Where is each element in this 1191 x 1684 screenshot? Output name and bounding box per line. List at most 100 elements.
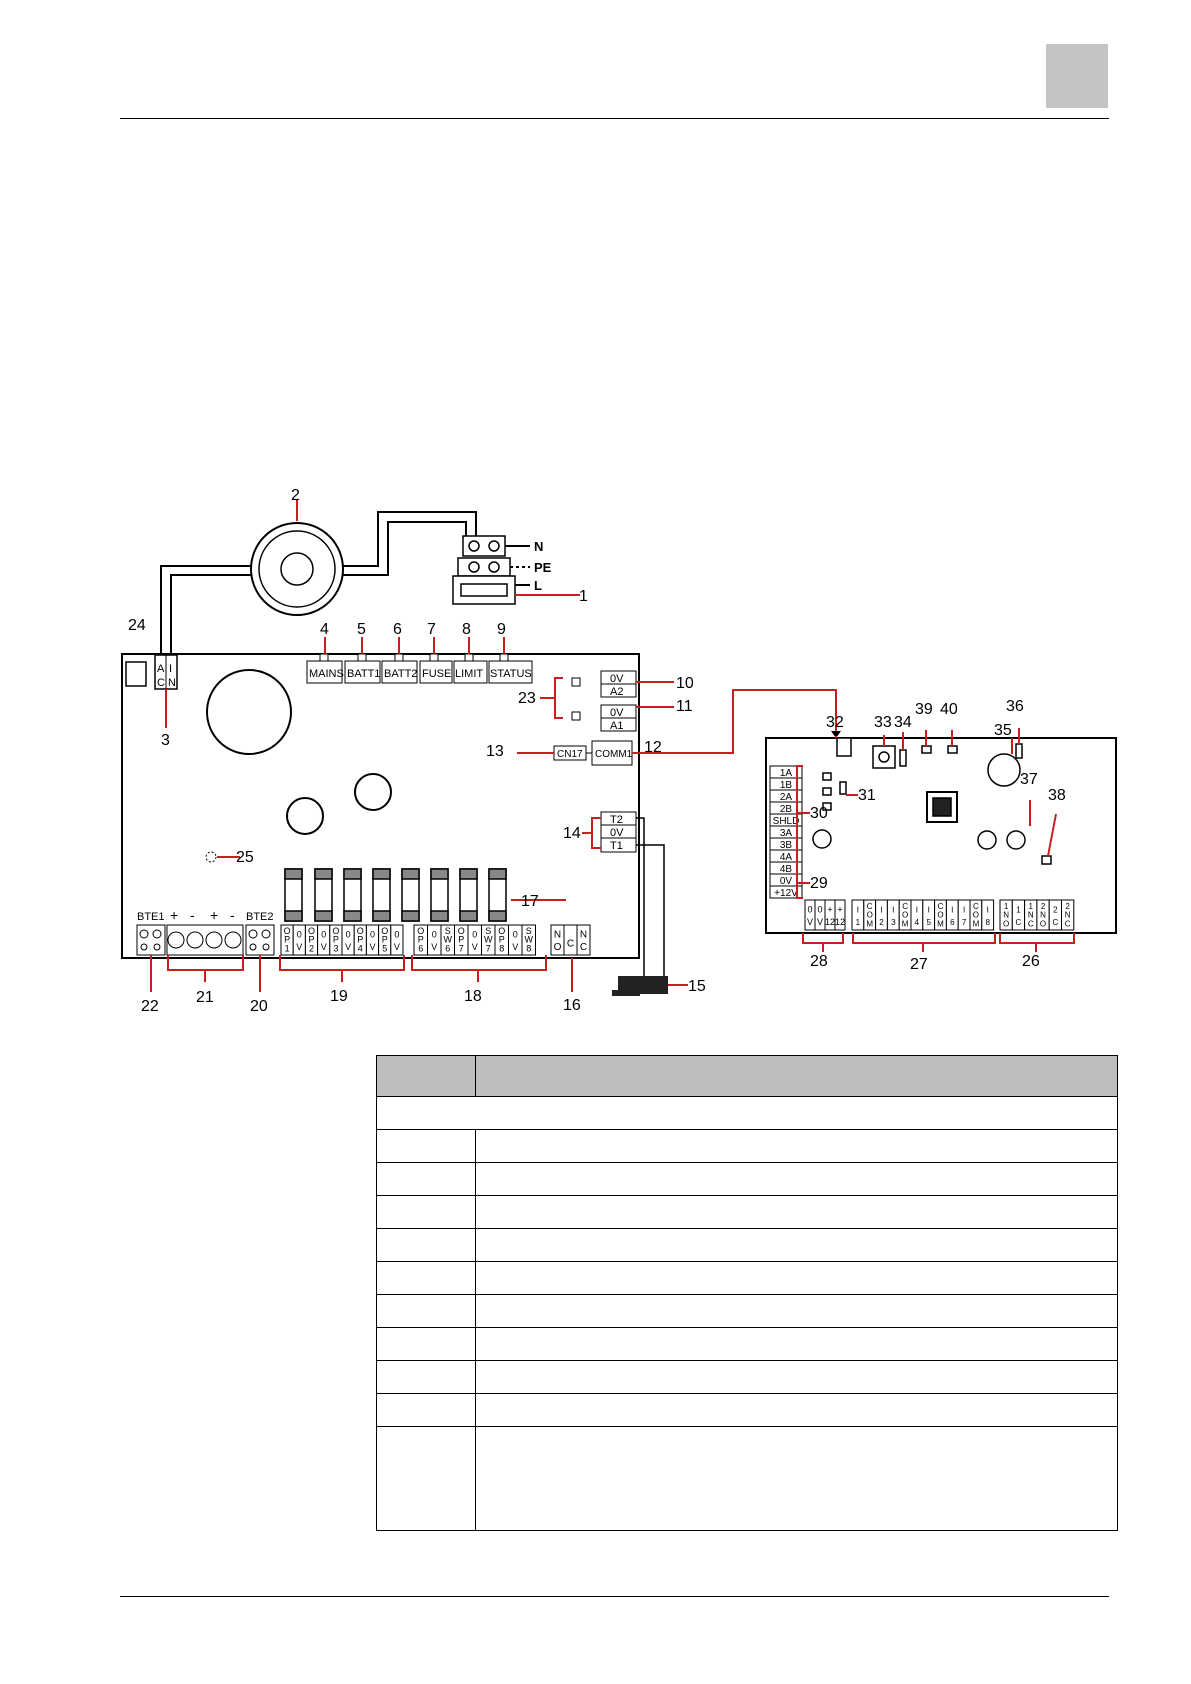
terminal-label: 6 — [950, 918, 955, 927]
terminal-label: S — [445, 926, 451, 936]
terminal-label: P — [499, 935, 505, 945]
callout-28: 28 — [810, 953, 828, 970]
terminal-label: 8 — [499, 943, 504, 953]
terminal-label: V — [431, 942, 437, 952]
header-rule — [120, 118, 1109, 119]
terminal-label: 2 — [1053, 906, 1058, 915]
terminal-label: S — [526, 926, 532, 936]
terminal-label: + — [837, 905, 842, 915]
terminal-label: 4 — [358, 943, 363, 953]
terminal-label: O — [554, 942, 562, 953]
bus-terminal-label: 3A — [780, 828, 793, 839]
terminal-label: M — [866, 919, 873, 928]
callout-34: 34 — [894, 714, 912, 731]
svg-text:C: C — [157, 677, 165, 689]
terminal-label: 5 — [926, 918, 931, 927]
bus-terminal-label: 0V — [780, 876, 793, 887]
terminal-label: V — [296, 942, 302, 952]
table-row — [376, 1096, 1118, 1130]
terminal-label: 0 — [513, 930, 518, 940]
terminal-label: 0 — [370, 930, 375, 940]
terminal-label: N — [554, 930, 561, 941]
mains-n-label: N — [534, 539, 543, 554]
callout-27: 27 — [910, 956, 928, 973]
fuse-row — [284, 868, 507, 922]
terminal-label: V — [512, 942, 518, 952]
terminal-label: N — [1040, 911, 1046, 920]
table-header-1 — [376, 1055, 476, 1097]
terminal-label: O — [308, 926, 315, 936]
terminal-label: 1 — [1029, 902, 1034, 911]
callout-5: 5 — [357, 621, 366, 638]
terminal — [521, 924, 536, 956]
mains-terminal-block — [452, 535, 516, 605]
callout-32: 32 — [826, 714, 844, 731]
terminal-label: 8 — [526, 943, 531, 953]
comm-connectors: CN17 COMM1 — [553, 740, 633, 766]
terminal-label: O — [498, 926, 505, 936]
controller-components — [812, 737, 1052, 865]
terminal-label: 5 — [382, 943, 387, 953]
mains-l-label: L — [534, 578, 542, 593]
terminal-label: P — [357, 935, 363, 945]
callout-4: 4 — [320, 621, 329, 638]
led-limit: LIMIT — [455, 668, 483, 680]
cable-arrow — [831, 731, 841, 738]
table-row — [376, 1162, 1118, 1196]
terminal-label: 2 — [309, 943, 314, 953]
led-row: MAINS BATT1 BATT2 FUSE LIMIT STATUS — [306, 653, 533, 684]
svg-text:I: I — [169, 663, 172, 675]
terminal-label: O — [381, 926, 388, 936]
callout-30: 30 — [810, 805, 828, 822]
svg-text:-: - — [230, 907, 235, 923]
terminal-label: 1 — [1004, 902, 1009, 911]
callout-9: 9 — [497, 621, 506, 638]
terminal-label: 2 — [1041, 902, 1046, 911]
svg-text:0V: 0V — [610, 707, 624, 719]
terminal-label: C — [580, 942, 587, 953]
callout-14: 14 — [563, 825, 581, 842]
callout-6: 6 — [393, 621, 402, 638]
terminal-label: 4 — [915, 918, 920, 927]
led-status: STATUS — [490, 668, 532, 680]
terminal-label: 7 — [486, 943, 491, 953]
table-row — [376, 1360, 1118, 1394]
callout-25: 25 — [236, 849, 254, 866]
terminal-label: 1 — [856, 918, 861, 927]
terminal-label: O — [867, 911, 873, 920]
terminal-label: W — [444, 935, 453, 945]
table-row — [376, 1426, 1118, 1531]
terminal-label: O — [902, 911, 908, 920]
table-row — [376, 1393, 1118, 1427]
wire-toroid-ac-b — [170, 574, 256, 655]
svg-text:CN17: CN17 — [557, 749, 583, 760]
terminal-label: N — [580, 930, 587, 941]
terminal-label: N — [1003, 911, 1009, 920]
terminal — [1061, 899, 1075, 931]
svg-text:0V: 0V — [610, 673, 624, 685]
table-row — [376, 1228, 1118, 1262]
bus-terminal-label: +12V — [774, 888, 798, 899]
svg-text:-: - — [190, 907, 195, 923]
terminal-label: O — [284, 926, 291, 936]
terminal-label: 0 — [807, 905, 812, 915]
bus-terminal-label: 4B — [780, 864, 793, 875]
terminal-label: 6 — [445, 943, 450, 953]
terminal-label: C — [1052, 918, 1058, 927]
terminal-label: 7 — [459, 943, 464, 953]
terminal — [576, 924, 591, 956]
terminal-label: I — [963, 906, 965, 915]
terminal-label: V — [321, 942, 327, 952]
svg-text:+: + — [210, 907, 218, 923]
terminal-label: C — [1016, 918, 1022, 927]
bus-terminal-label: 4A — [780, 852, 793, 863]
callout-1: 1 — [579, 588, 588, 605]
callout-8: 8 — [462, 621, 471, 638]
terminal-label: O — [937, 911, 943, 920]
terminal-label: O — [417, 926, 424, 936]
terminal-label: 2 — [879, 918, 884, 927]
terminal-label: P — [308, 935, 314, 945]
bus-terminal-label: 2A — [780, 792, 793, 803]
terminal-label: P — [418, 935, 424, 945]
